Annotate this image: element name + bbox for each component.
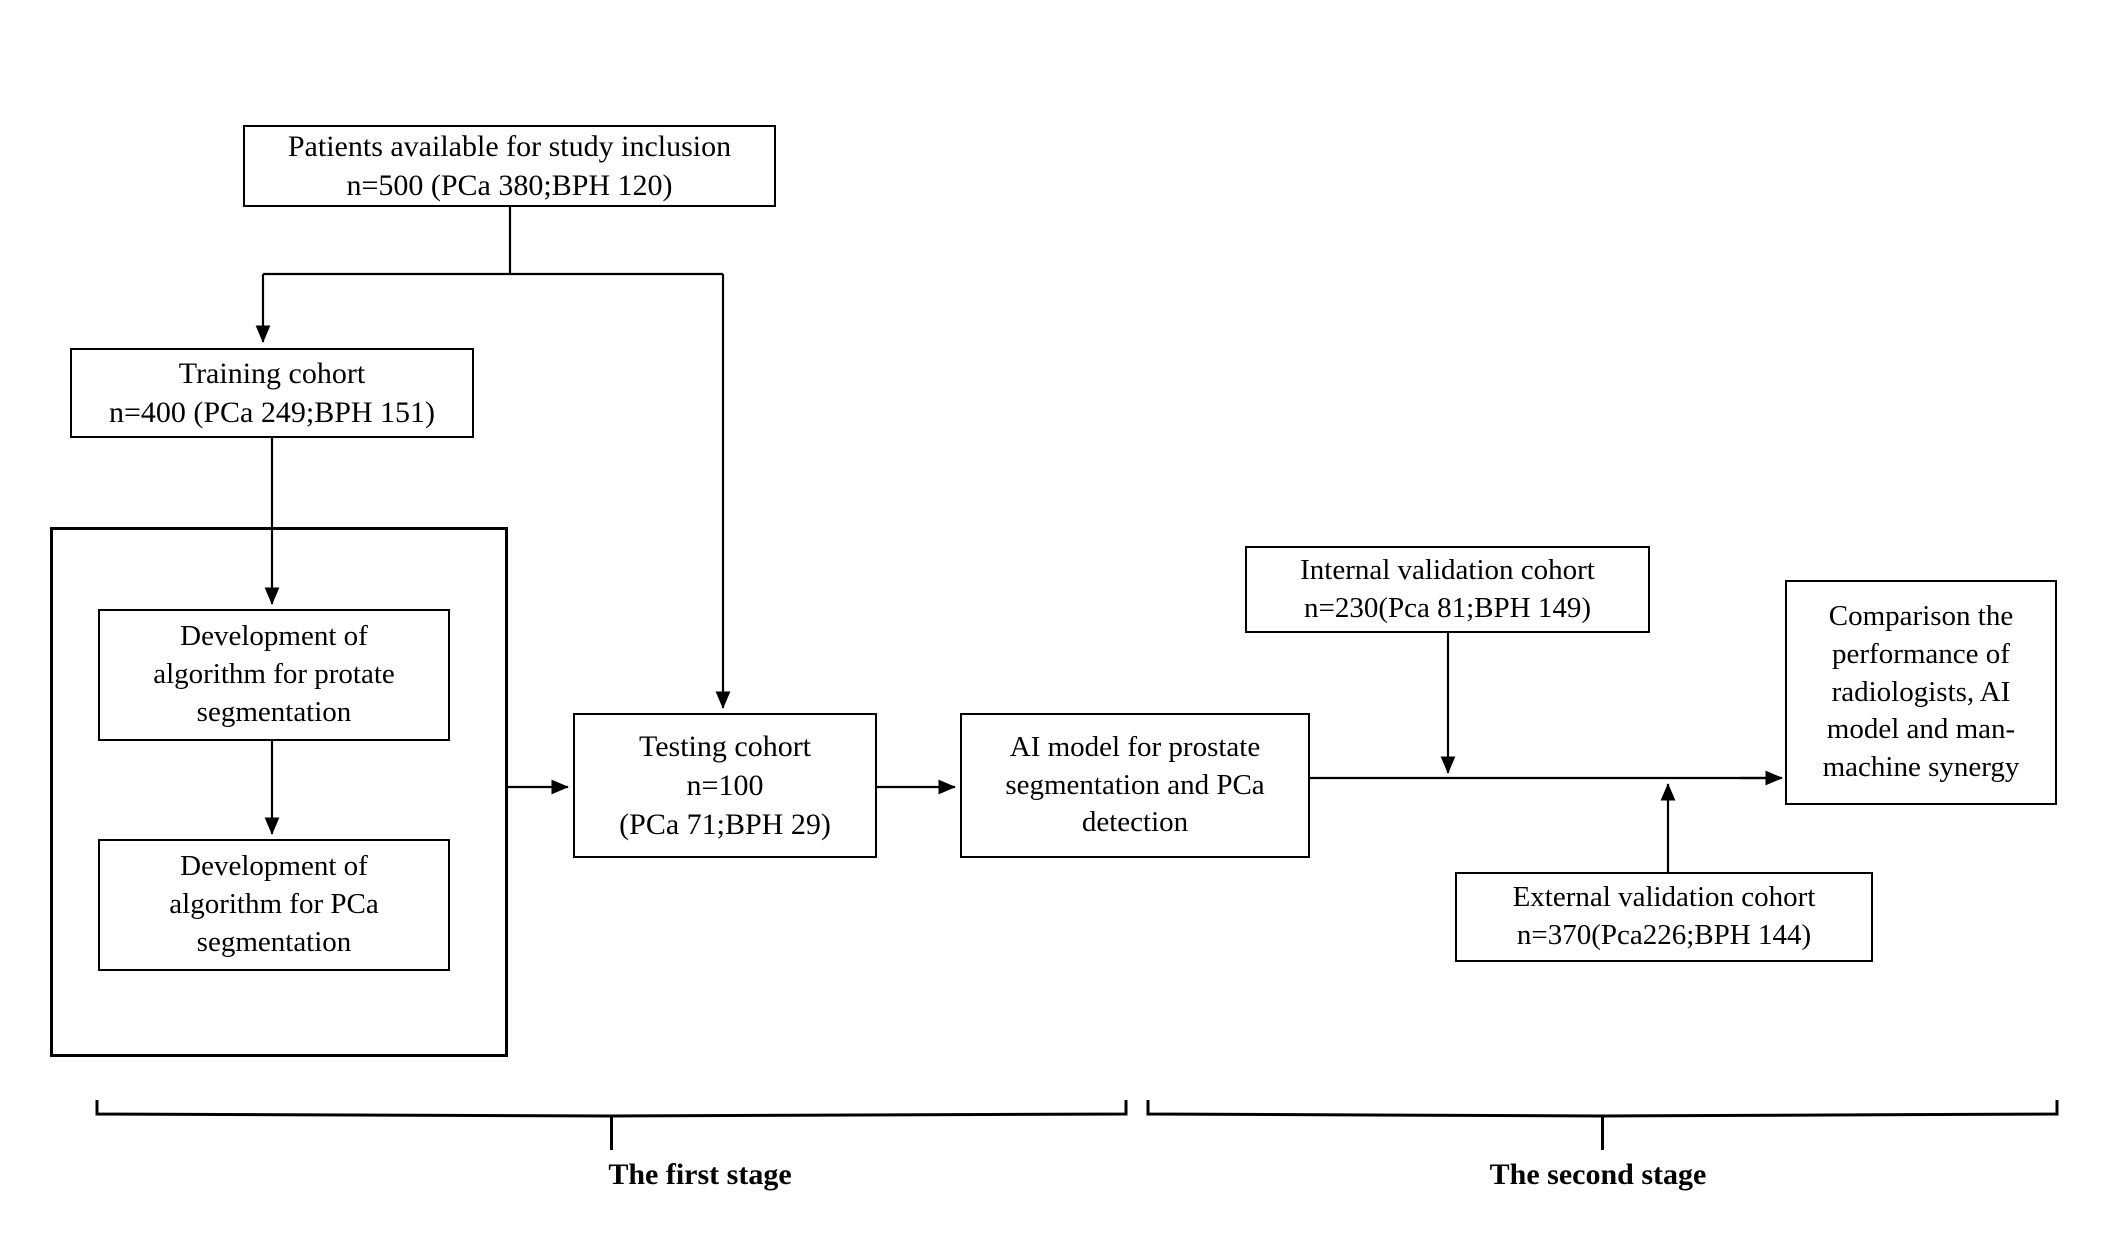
first-stage-brace — [95, 1100, 1128, 1150]
stage-brace-group — [95, 1100, 2059, 1150]
internal-validation-cohort-box[interactable]: Internal validation cohort n=230(Pca 81;… — [1245, 546, 1650, 633]
training-cohort-box[interactable]: Training cohort n=400 (PCa 249;BPH 151) — [70, 348, 474, 438]
second-stage-brace — [1146, 1100, 2059, 1150]
connector-group — [255, 207, 1783, 872]
development-pca-segmentation-box[interactable]: Development of algorithm for PCa segment… — [98, 839, 450, 971]
patients-available-box[interactable]: Patients available for study inclusion n… — [243, 125, 776, 207]
comparison-box[interactable]: Comparison the performance of radiologis… — [1785, 580, 2057, 805]
external-validation-cohort-box[interactable]: External validation cohort n=370(Pca226;… — [1455, 872, 1873, 962]
ai-model-box[interactable]: AI model for prostate segmentation and P… — [960, 713, 1310, 858]
testing-cohort-box[interactable]: Testing cohort n=100 (PCa 71;BPH 29) — [573, 713, 877, 858]
development-prostate-segmentation-box[interactable]: Development of algorithm for protate seg… — [98, 609, 450, 741]
first-stage-label: The first stage — [608, 1158, 792, 1191]
second-stage-label: The second stage — [1489, 1158, 1707, 1191]
